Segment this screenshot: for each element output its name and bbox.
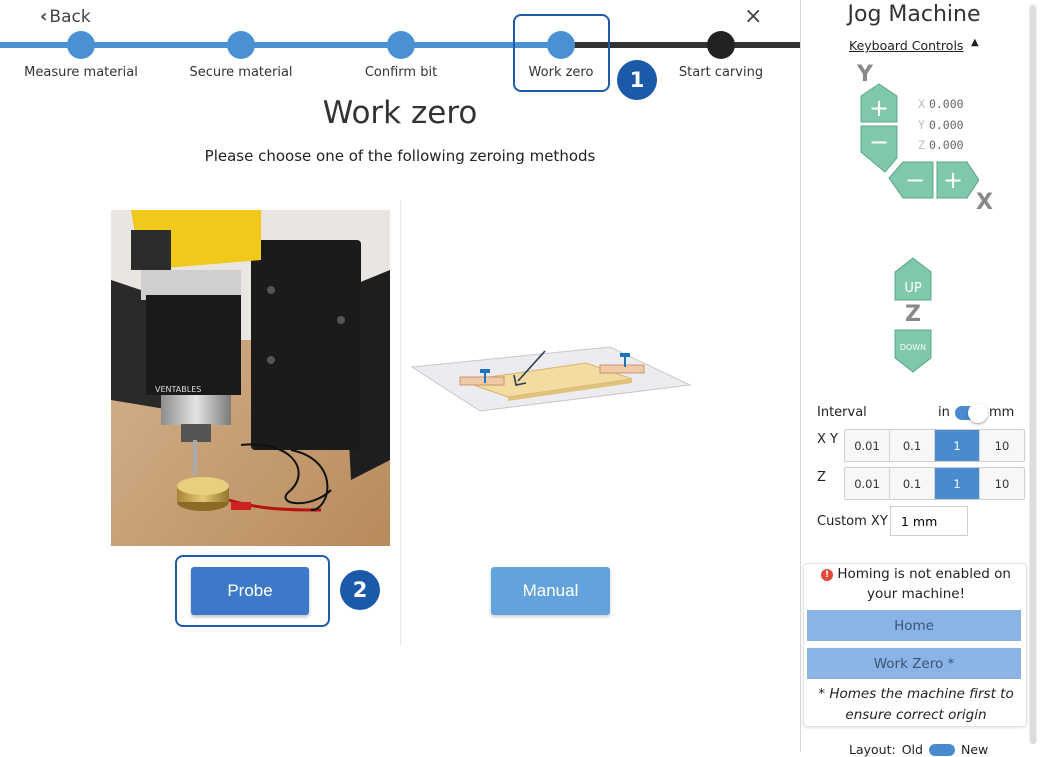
progress-track-remaining: [562, 42, 800, 48]
step-dot-confirm-bit[interactable]: [387, 31, 415, 59]
page-subtitle: Please choose one of the following zeroi…: [204, 147, 596, 165]
home-button[interactable]: Home: [807, 610, 1021, 641]
homing-warning-text: Homing is not enabled on your machine!: [837, 566, 1011, 602]
x-axis-label: X: [976, 190, 993, 215]
z-axis-label: Z: [905, 302, 921, 327]
z-interval-label: Z: [817, 470, 826, 485]
progress-track-complete: [0, 42, 562, 48]
z-interval-0.1[interactable]: 0.1: [890, 468, 935, 499]
page-title: Work zero: [322, 95, 478, 131]
work-zero-button[interactable]: Work Zero *: [807, 648, 1021, 679]
z-interval-1[interactable]: 1: [935, 468, 980, 499]
photo-brand-text: VENTABLES: [155, 385, 201, 394]
plus-icon: +: [943, 166, 963, 194]
step-label-secure-material: Secure material: [189, 65, 293, 80]
probe-button[interactable]: Probe: [191, 567, 309, 615]
unit-mm-label: mm: [989, 405, 1015, 420]
step-dot-measure-material[interactable]: [67, 31, 95, 59]
probe-highlight: [175, 555, 330, 627]
current-step-highlight: [513, 14, 610, 92]
chevron-left-icon: ‹: [40, 6, 48, 27]
layout-old-label: Old: [901, 742, 923, 757]
xy-interval-0.1[interactable]: 0.1: [890, 430, 935, 461]
annotation-badge-2: 2: [340, 570, 380, 610]
alert-icon: !: [821, 569, 834, 581]
xy-interval-10[interactable]: 10: [980, 430, 1024, 461]
step-label-work-zero: Work zero: [528, 65, 594, 80]
xy-interval-selector: 0.01 0.1 1 10: [844, 429, 1025, 462]
z-interval-10[interactable]: 10: [980, 468, 1024, 499]
step-label-measure-material: Measure material: [24, 65, 138, 80]
jog-y-plus-button[interactable]: +: [860, 83, 898, 123]
z-interval-selector: 0.01 0.1 1 10: [844, 467, 1025, 500]
layout-toggle[interactable]: [928, 743, 955, 756]
unit-in-label: in: [938, 405, 950, 420]
annotation-badge-1: 1: [617, 60, 657, 100]
jog-up-label: UP: [904, 281, 922, 296]
probe-photo: VENTABLES: [111, 210, 390, 546]
zeroing-wizard: ‹ Back × Measure material Secure materia…: [0, 4, 800, 646]
jog-x-plus-button[interactable]: +: [936, 161, 979, 199]
panel-title: Jog Machine: [847, 2, 981, 27]
column-divider: [400, 200, 401, 646]
plus-icon: +: [869, 94, 889, 122]
manual-zero-diagram: [410, 345, 692, 413]
minus-icon: −: [869, 128, 889, 156]
keyboard-controls-link[interactable]: Keyboard Controls: [849, 38, 964, 53]
homing-warning: ! Homing is not enabled on your machine!: [805, 564, 1027, 604]
step-dot-start-carving: [707, 31, 735, 59]
back-button[interactable]: ‹ Back: [40, 6, 91, 27]
z-jog-pad: UP DOWN: [894, 257, 932, 373]
y-axis-label: Y: [857, 62, 873, 87]
z-interval-0.01[interactable]: 0.01: [845, 468, 890, 499]
step-label-confirm-bit: Confirm bit: [364, 65, 438, 80]
custom-xy-input[interactable]: [890, 506, 968, 536]
layout-new-label: New: [960, 742, 989, 757]
step-label-start-carving: Start carving: [678, 65, 764, 80]
step-dot-secure-material[interactable]: [227, 31, 255, 59]
panel-scroll-thumb[interactable]: [1030, 6, 1036, 744]
jog-x-minus-button[interactable]: −: [888, 161, 934, 199]
xy-jog-pad: + − − +: [860, 83, 979, 199]
xy-interval-1[interactable]: 1: [935, 430, 980, 461]
xy-interval-label: X Y: [817, 432, 838, 447]
step-dot-work-zero[interactable]: [547, 31, 575, 59]
manual-button[interactable]: Manual: [491, 567, 610, 615]
xy-interval-0.01[interactable]: 0.01: [845, 430, 890, 461]
close-icon[interactable]: ×: [744, 4, 763, 29]
jog-y-minus-button[interactable]: −: [860, 125, 898, 173]
jog-z-down-button[interactable]: DOWN: [894, 329, 932, 373]
layout-switch-row: Layout: Old New: [849, 742, 988, 757]
jog-down-label: DOWN: [900, 343, 926, 352]
custom-xy-label: Custom XY: [817, 514, 888, 529]
back-label: Back: [49, 6, 91, 27]
interval-label: Interval: [817, 405, 867, 420]
jog-panel: Jog Machine Keyboard Controls ▲ Y X + − …: [800, 0, 1040, 757]
minus-icon: −: [905, 166, 925, 194]
homing-note: * Homes the machine first to ensure corr…: [818, 686, 1014, 723]
layout-label: Layout:: [849, 742, 896, 757]
caret-up-icon[interactable]: ▲: [971, 37, 979, 48]
jog-z-up-button[interactable]: UP: [894, 257, 932, 301]
unit-toggle-knob[interactable]: [968, 403, 988, 423]
homing-card: [803, 563, 1027, 727]
